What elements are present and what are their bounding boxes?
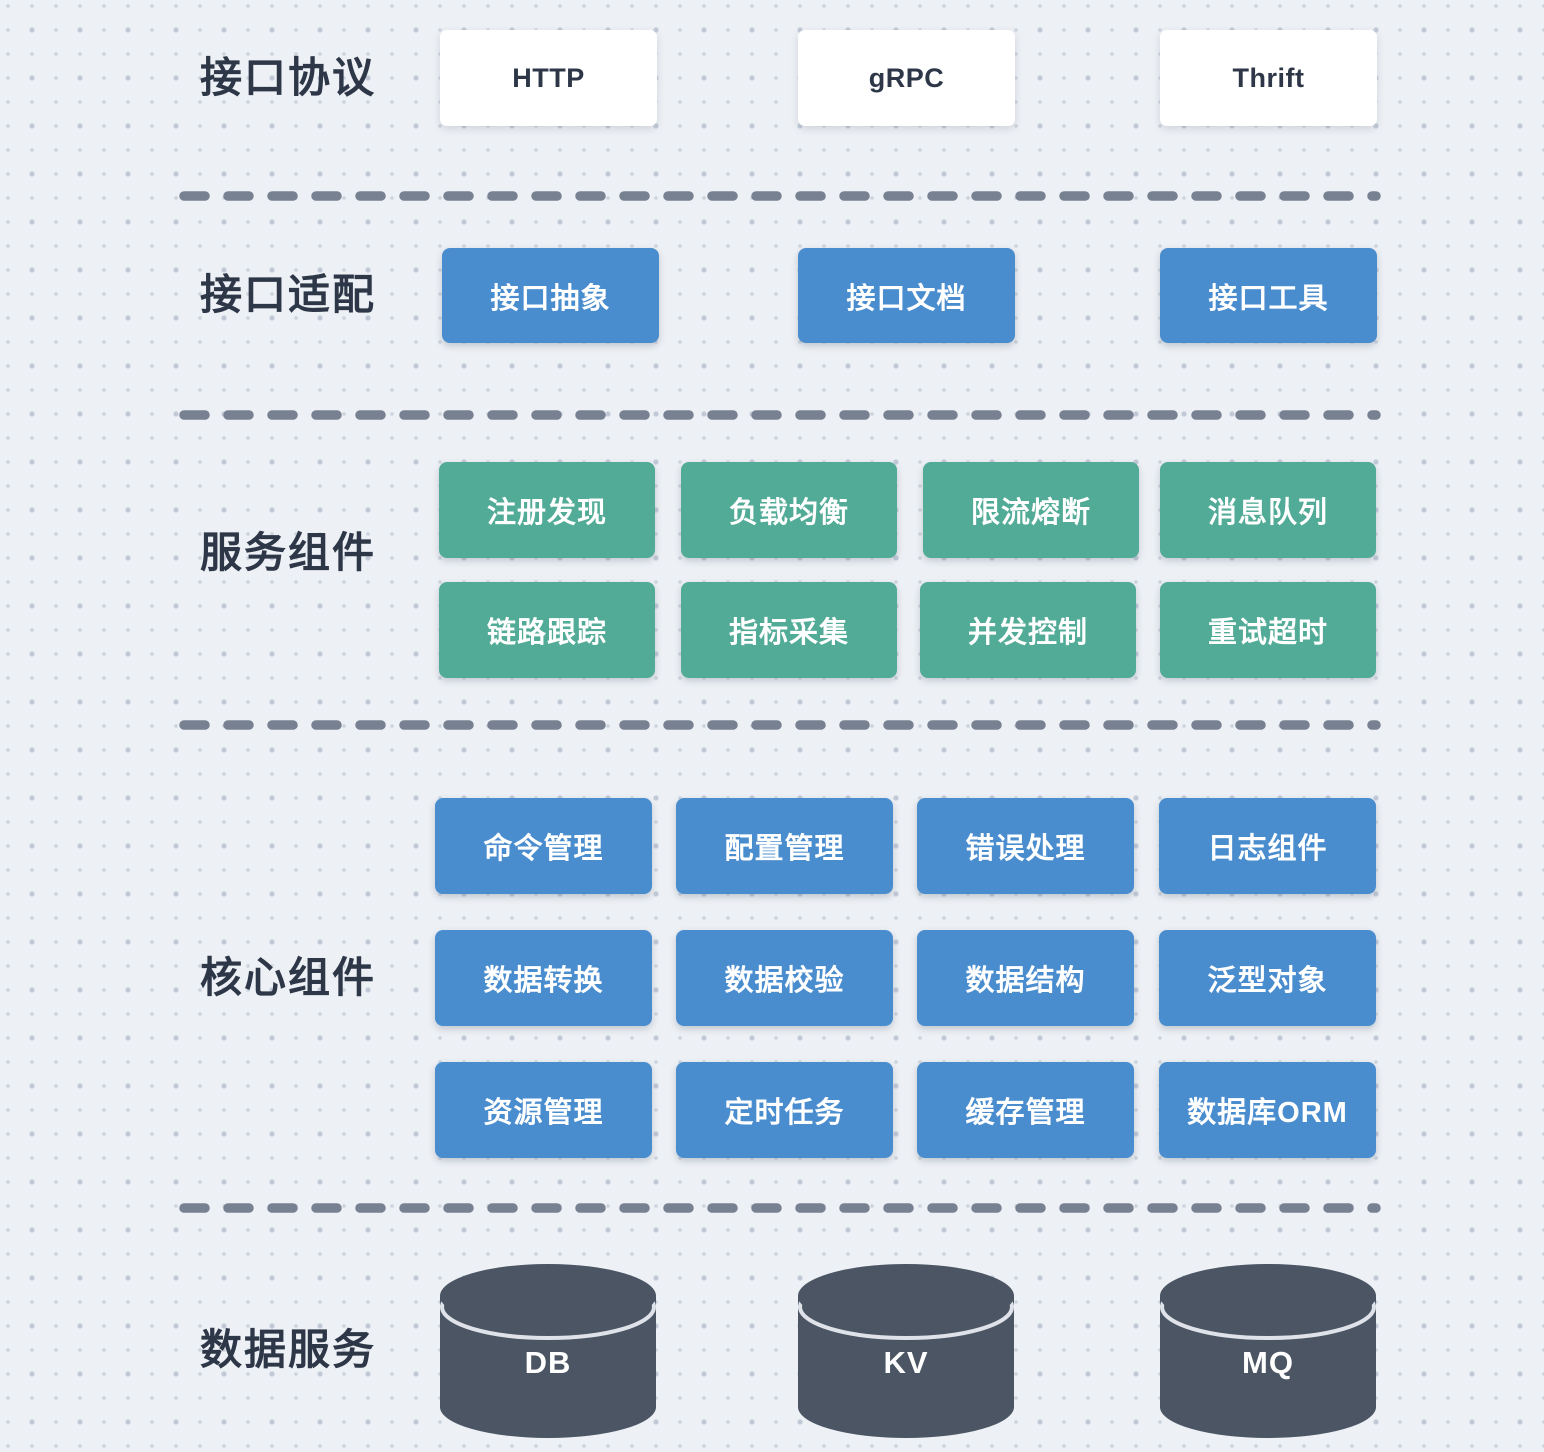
- core-box-resource-mgmt: 资源管理: [435, 1062, 652, 1158]
- section-label-adapters: 接口适配: [200, 271, 377, 318]
- db-cylinder: DB: [440, 1263, 656, 1439]
- core-box-command-mgmt: 命令管理: [435, 798, 652, 894]
- cylinder-label: DB: [524, 1345, 572, 1380]
- service-box-load-balancing: 负载均衡: [681, 462, 897, 558]
- core-box-scheduled-tasks: 定时任务: [676, 1062, 893, 1158]
- service-box-tracing: 链路跟踪: [439, 582, 655, 678]
- section-label-services: 服务组件: [200, 529, 377, 576]
- core-box-config-mgmt: 配置管理: [676, 798, 893, 894]
- protocol-box-http: HTTP: [440, 30, 657, 126]
- service-box-concurrency-control: 并发控制: [920, 582, 1136, 678]
- database-cylinder-icon: [798, 1264, 1014, 1438]
- core-box-data-transform: 数据转换: [435, 930, 652, 1026]
- service-box-message-queue: 消息队列: [1160, 462, 1376, 558]
- section-label-protocols: 接口协议: [200, 54, 377, 101]
- cylinder-label: MQ: [1242, 1345, 1294, 1380]
- core-box-data-validation: 数据校验: [676, 930, 893, 1026]
- separator-dashed-line-2: [179, 410, 1381, 420]
- core-box-cache-mgmt: 缓存管理: [917, 1062, 1134, 1158]
- cylinder-label: KV: [883, 1345, 929, 1380]
- database-cylinder-icon: [1160, 1264, 1376, 1438]
- separator-dashed-line-1: [179, 191, 1381, 201]
- core-box-generic-object: 泛型对象: [1159, 930, 1376, 1026]
- separator-dashed-line-4: [179, 1203, 1381, 1213]
- adapter-box-tools: 接口工具: [1160, 248, 1377, 343]
- core-box-logging: 日志组件: [1159, 798, 1376, 894]
- protocol-box-thrift: Thrift: [1160, 30, 1377, 126]
- adapter-box-abstraction: 接口抽象: [442, 248, 659, 343]
- core-box-error-handling: 错误处理: [917, 798, 1134, 894]
- protocol-box-grpc: gRPC: [798, 30, 1015, 126]
- service-box-retry-timeout: 重试超时: [1160, 582, 1376, 678]
- adapter-box-docs: 接口文档: [798, 248, 1015, 343]
- core-box-data-structure: 数据结构: [917, 930, 1134, 1026]
- section-label-core: 核心组件: [200, 954, 377, 1001]
- database-cylinder-icon: [440, 1264, 656, 1438]
- mq-cylinder: MQ: [1160, 1263, 1376, 1439]
- service-box-registry-discovery: 注册发现: [439, 462, 655, 558]
- service-box-metrics-collection: 指标采集: [681, 582, 897, 678]
- section-label-data: 数据服务: [200, 1326, 377, 1373]
- core-box-database-orm: 数据库ORM: [1159, 1062, 1376, 1158]
- separator-dashed-line-3: [179, 720, 1381, 730]
- kv-cylinder: KV: [798, 1263, 1014, 1439]
- service-box-rate-limit-circuit: 限流熔断: [923, 462, 1139, 558]
